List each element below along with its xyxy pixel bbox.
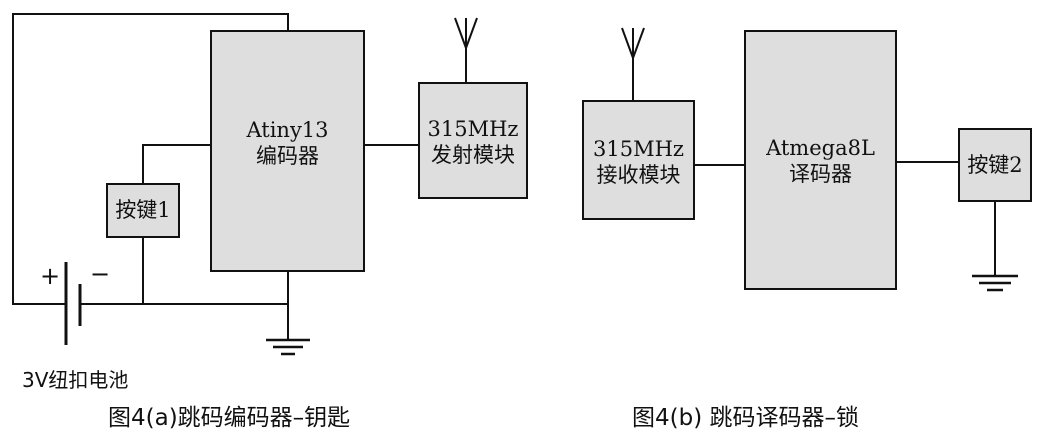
decoder-line2: 译码器 (789, 162, 852, 186)
encoder-line2: 编码器 (256, 144, 319, 168)
button1-label: 按键1 (115, 198, 171, 222)
caption-left: 图4(a)跳码编码器–钥匙 (108, 405, 351, 431)
transmitter-line1: 315MHz (427, 117, 519, 141)
decoder-line1: Atmega8L (766, 136, 875, 160)
transmitter-block: 315MHz 发射模块 (418, 82, 528, 199)
wire-button1-encoder (142, 144, 210, 183)
encoder-block: Atiny13 编码器 (210, 30, 365, 272)
antenna-icon (454, 17, 478, 49)
receiver-block: 315MHz 接收模块 (582, 100, 695, 220)
ground-symbol-right (972, 274, 1018, 292)
button2-block: 按键2 (958, 128, 1032, 202)
wire-top-loop (12, 13, 289, 305)
transmitter-line2: 发射模块 (431, 143, 515, 167)
receiver-line2: 接收模块 (596, 163, 681, 187)
battery-label: 3V纽扣电池 (22, 368, 129, 392)
button2-label: 按键2 (967, 153, 1023, 177)
battery-minus-sign: − (90, 260, 111, 288)
battery-plus-sign: + (40, 262, 61, 290)
ground-symbol-left (266, 338, 310, 356)
decoder-block: Atmega8L 译码器 (744, 30, 897, 290)
button1-block: 按键1 (106, 183, 180, 238)
receiver-line1: 315MHz (593, 137, 684, 161)
antenna-icon (621, 27, 645, 59)
encoder-line1: Atiny13 (246, 118, 329, 142)
caption-right: 图4(b) 跳码译码器–锁 (632, 405, 859, 431)
